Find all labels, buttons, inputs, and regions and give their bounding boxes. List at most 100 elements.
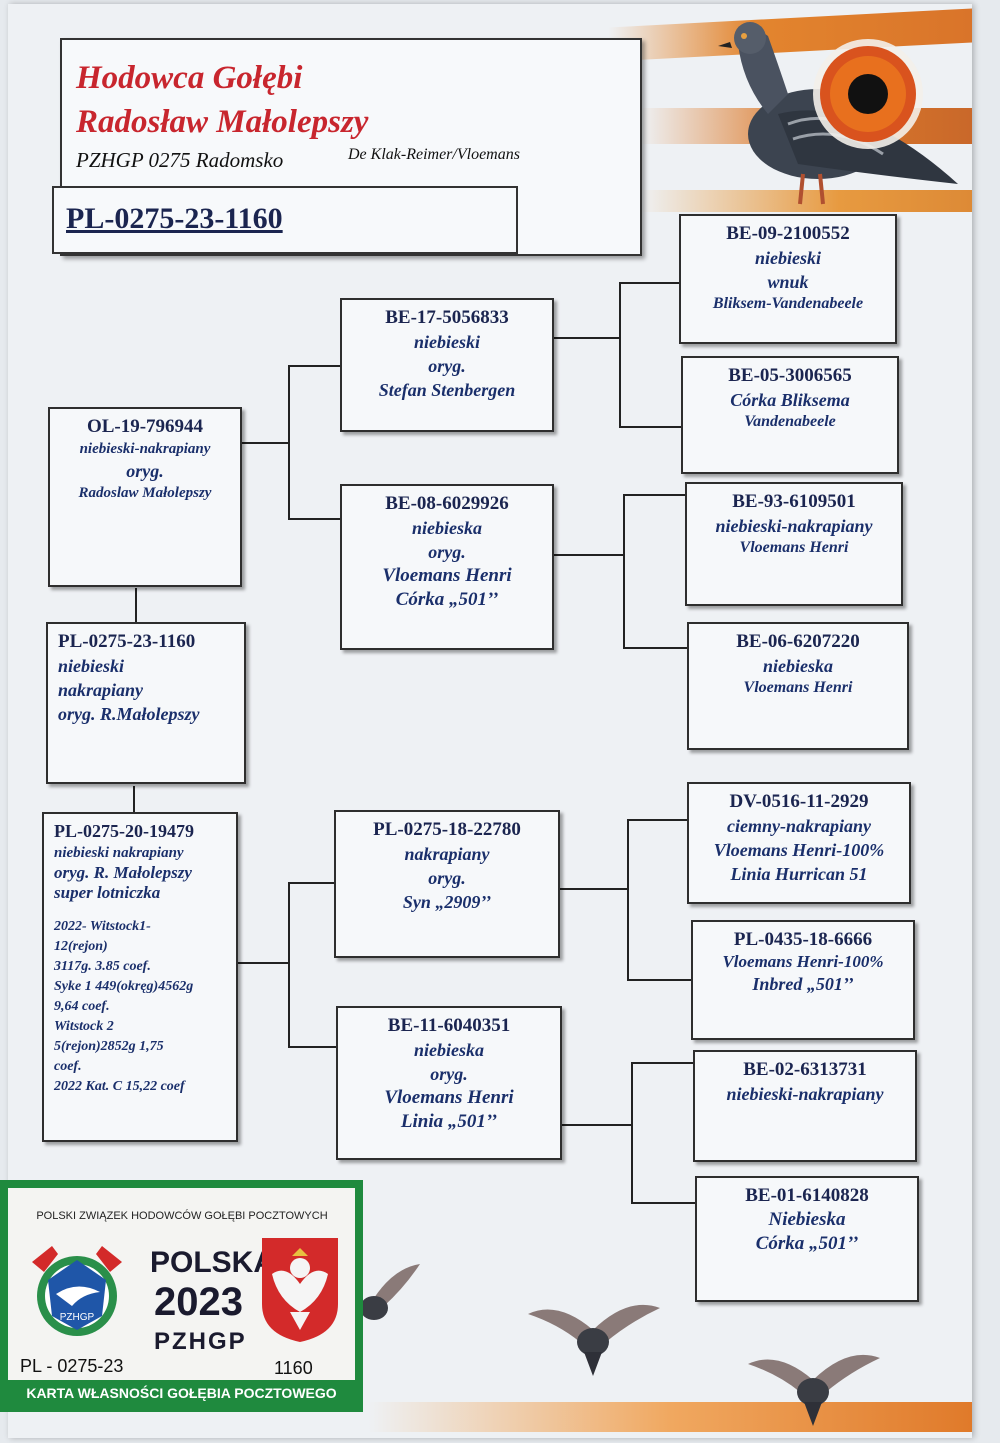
fmf-box: BE-93-6109501 niebieski-nakrapiany Vloem… [685,482,903,606]
ffm-line2: Vandenabeele [744,413,836,430]
ff-breeder: Stefan Stenbergen [378,380,516,400]
pigeon-illustration [718,22,958,205]
fmf-breeder: Vloemans Henri [739,539,849,556]
mm-origin-label: oryg. [430,1064,468,1084]
connector [623,494,625,649]
mff-color: ciemny-nakrapiany [727,816,871,836]
fff-line: Bliksem-Vandenabeele [712,295,864,312]
connector [135,588,137,624]
mfm-note: Inbred „501’’ [752,974,854,994]
fmm-breeder: Vloemans Henri [743,679,853,696]
badge-year: 2023 [154,1280,243,1324]
connector [288,365,290,520]
fm-note: Córka „501’’ [395,589,499,610]
mother-origin: oryg. R. Małolepszy [54,863,192,882]
fmf-ring: BE-93-6109501 [732,491,856,512]
ffm-line1: Córka Bliksema [730,390,850,410]
fff-box: BE-09-2100552 niebieski wnuk Bliksem-Van… [679,214,897,344]
mmf-ring: BE-02-6313731 [743,1059,867,1080]
connector [631,1062,693,1064]
pedigree-sheet: Hodowca Gołębi Radosław Małolepszy PZHGP… [8,4,972,1438]
ffm-ring: BE-05-3006565 [728,365,852,386]
flying-pigeon-icon [748,1354,880,1426]
mother-box: PL-0275-20-19479 niebieski nakrapiany or… [42,812,238,1142]
connector [631,1062,633,1204]
fmm-ring: BE-06-6207220 [736,631,860,652]
mother-result-line: coef. [54,1059,82,1074]
connector [288,882,290,1048]
connector [288,518,340,520]
mother-results: 2022- Witstock1- 12(rejon) 3117g. 3.85 coe… [54,917,236,1097]
badge-inner: POLSKI ZWIĄZEK HODOWCÓW GOŁĘBI POCZTOWYC… [8,1188,355,1380]
mff-box: DV-0516-11-2929 ciemny-nakrapiany Vloema… [687,782,911,904]
father-color: niebieski-nakrapiany [79,441,211,457]
connector [619,426,681,428]
connector [562,1124,632,1126]
mother-result-line: 3117g. 3.85 coef. [54,959,151,974]
connector [619,282,621,428]
breeder-title-line2: Radosław Małolepszy [76,104,369,140]
ff-origin-label: oryg. [428,356,466,376]
subject-color: niebieski [58,656,124,676]
connector [627,819,687,821]
mm-color: niebieska [414,1040,484,1060]
mmm-color: Niebieska [768,1209,846,1230]
fm-breeder: Vloemans Henri [382,565,512,586]
polish-eagle-icon [262,1238,338,1342]
connector [133,786,135,814]
badge-ring-prefix: PL - 0275-23 [20,1356,124,1376]
ff-box: BE-17-5056833 niebieski oryg. Stefan Ste… [340,298,554,432]
mother-color: niebieski nakrapiany [54,845,184,861]
mf-box: PL-0275-18-22780 nakrapiany oryg. Syn „2… [334,810,560,958]
fm-origin-label: oryg. [428,542,466,562]
mfm-ring: PL-0435-18-6666 [733,929,873,950]
connector [288,882,334,884]
breeder-title-line1: Hodowca Gołębi [76,60,303,96]
mff-ring: DV-0516-11-2929 [729,791,869,812]
badge-org: POLSKI ZWIĄZEK HODOWCÓW GOŁĘBI POCZTOWYC… [36,1210,328,1222]
orange-stripe-bottom [368,1402,972,1432]
connector [554,337,620,339]
badge-abbr: PZHGP [154,1328,247,1355]
mother-result-line: 2022- Witstock1- [54,919,151,934]
subject-pattern: nakrapiany [58,680,144,700]
ownership-card-badge: POLSKI ZWIĄZEK HODOWCÓW GOŁĘBI POCZTOWYC… [0,1180,363,1412]
mff-line: Linia Hurrican 51 [730,864,868,884]
mf-origin-label: oryg. [428,868,466,888]
mmf-color: niebieski-nakrapiany [726,1084,884,1104]
mff-breeder: Vloemans Henri-100% [713,840,885,860]
mother-note: super lotniczka [54,883,161,902]
mm-breeder: Vloemans Henri [384,1087,514,1108]
connector [619,282,679,284]
fmf-color: niebieski-nakrapiany [715,516,873,536]
connector [623,494,685,496]
mother-ring: PL-0275-20-19479 [54,821,194,841]
fmm-box: BE-06-6207220 niebieska Vloemans Henri [687,622,909,750]
mf-note: Syn „2909’’ [402,892,492,912]
fm-box: BE-08-6029926 niebieska oryg. Vloemans H… [340,484,554,650]
ff-ring: BE-17-5056833 [385,307,509,328]
main-ring-number: PL-0275-23-1160 [66,202,283,235]
mmm-ring: BE-01-6140828 [745,1185,869,1206]
pzhgp-logo-icon: PZHGP [32,1246,122,1336]
subject-origin: oryg. R.Małolepszy [58,704,200,724]
connector [288,1046,336,1048]
mfm-breeder: Vloemans Henri-100% [722,952,884,971]
fm-ring: BE-08-6029926 [385,493,509,514]
mother-result-line: 2022 Kat. C 15,22 coef [54,1079,185,1094]
fmm-color: niebieska [763,656,833,676]
mfm-box: PL-0435-18-6666 Vloemans Henri-100% Inbr… [691,920,915,1040]
ff-color: niebieski [414,332,480,352]
subject-ring: PL-0275-23-1160 [58,631,196,652]
father-breeder: Radoslaw Małolepszy [78,485,212,501]
mother-result-line: 12(rejon) [54,939,108,954]
connector [627,819,629,981]
connector [236,962,288,964]
subject-box: PL-0275-23-1160 niebieski nakrapiany ory… [46,622,246,784]
father-box: OL-19-796944 niebieski-nakrapiany oryg. … [48,407,242,587]
connector [239,442,289,444]
mm-ring: BE-11-6040351 [387,1015,511,1036]
father-ring: OL-19-796944 [86,416,204,437]
connector [560,888,628,890]
